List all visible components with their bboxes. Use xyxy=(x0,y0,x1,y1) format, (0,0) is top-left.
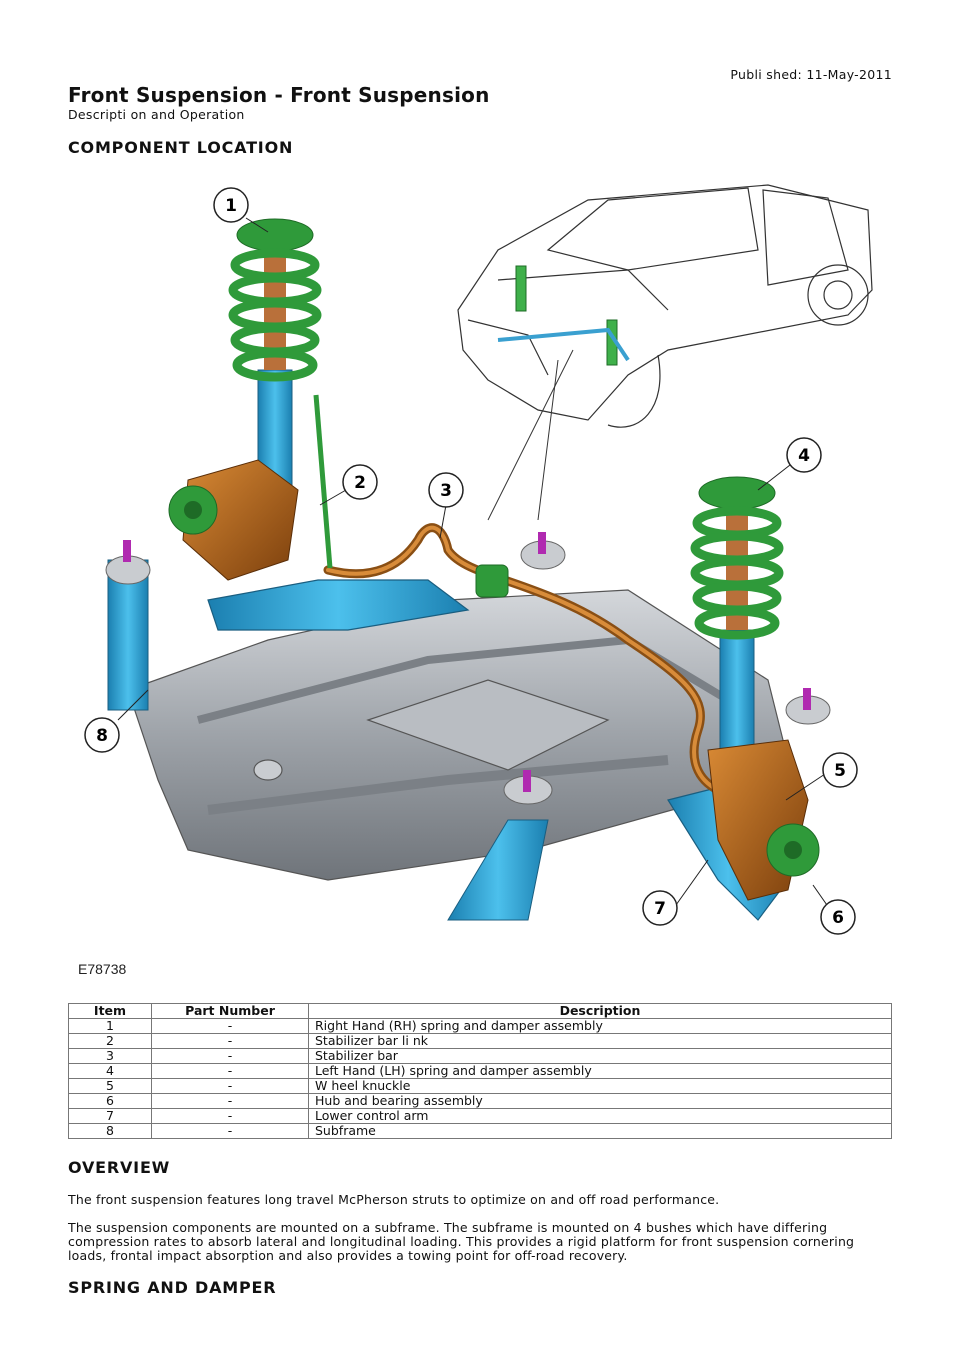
callout-6: 6 xyxy=(820,899,856,935)
description-cell: Hub and bearing assembly xyxy=(308,1093,892,1109)
col-header-description: Description xyxy=(308,1003,892,1019)
section-heading-overview: OVERVIEW xyxy=(68,1158,171,1177)
parts-table: Item Part Number Description 1-Right Han… xyxy=(68,1003,892,1139)
item-cell: 6 xyxy=(68,1093,152,1109)
description-cell: Left Hand (LH) spring and damper assembl… xyxy=(308,1063,892,1079)
leader-lines xyxy=(117,217,837,919)
description-cell: Right Hand (RH) spring and damper assemb… xyxy=(308,1018,892,1034)
description-cell: Stabilizer bar xyxy=(308,1048,892,1064)
page-title: Front Suspension - Front Suspension xyxy=(68,83,490,107)
item-cell: 4 xyxy=(68,1063,152,1079)
section-heading-spring-and-damper: SPRING AND DAMPER xyxy=(68,1278,277,1297)
table-row: 2-Stabilizer bar li nk xyxy=(68,1033,892,1049)
description-cell: W heel knuckle xyxy=(308,1078,892,1094)
item-cell: 5 xyxy=(68,1078,152,1094)
table-header-row: Item Part Number Description xyxy=(68,1003,892,1019)
table-row: 7-Lower control arm xyxy=(68,1108,892,1124)
table-row: 3-Stabilizer bar xyxy=(68,1048,892,1064)
leader-lines-vehicle xyxy=(487,349,574,521)
description-cell: Subframe xyxy=(308,1123,892,1139)
svg-text:6: 6 xyxy=(832,908,844,928)
part-number-cell: - xyxy=(151,1048,309,1064)
callout-3: 3 xyxy=(428,472,464,508)
col-header-part-number: Part Number xyxy=(151,1003,309,1019)
table-row: 4-Left Hand (LH) spring and damper assem… xyxy=(68,1063,892,1079)
item-cell: 3 xyxy=(68,1048,152,1064)
part-number-cell: - xyxy=(151,1108,309,1124)
item-cell: 7 xyxy=(68,1108,152,1124)
svg-text:7: 7 xyxy=(654,899,666,919)
svg-text:2: 2 xyxy=(354,473,366,493)
stabilizer-link xyxy=(313,394,333,569)
callout-1: 1 xyxy=(213,187,249,223)
overview-paragraph: The suspension components are mounted on… xyxy=(68,1220,855,1263)
figure-reference: E78738 xyxy=(78,961,126,977)
page-subtitle: Descripti on and Operation xyxy=(68,107,245,122)
section-heading-component-location: COMPONENT LOCATION xyxy=(68,138,294,157)
svg-text:8: 8 xyxy=(96,726,108,746)
suspension-illustration: 1 2 3 4 5 6 7 8 E78738 xyxy=(68,160,892,990)
svg-text:3: 3 xyxy=(440,481,452,501)
callout-8: 8 xyxy=(84,717,120,753)
callout-5: 5 xyxy=(822,752,858,788)
rh-spring-damper xyxy=(228,218,322,501)
subframe xyxy=(127,589,789,881)
item-cell: 2 xyxy=(68,1033,152,1049)
rh-knuckle-hub xyxy=(168,459,299,581)
table-row: 5-W heel knuckle xyxy=(68,1078,892,1094)
callouts: 1 2 3 4 5 6 7 8 xyxy=(84,187,858,935)
stabilizer-bush xyxy=(475,564,509,598)
description-cell: Lower control arm xyxy=(308,1108,892,1124)
callout-7: 7 xyxy=(642,890,678,926)
col-header-item: Item xyxy=(68,1003,152,1019)
part-number-cell: - xyxy=(151,1078,309,1094)
svg-text:1: 1 xyxy=(225,196,237,216)
table-row: 1-Right Hand (RH) spring and damper asse… xyxy=(68,1018,892,1034)
subframe-mounts xyxy=(105,532,831,921)
part-number-cell: - xyxy=(151,1123,309,1139)
description-cell: Stabilizer bar li nk xyxy=(308,1033,892,1049)
vehicle-outline xyxy=(457,184,873,428)
item-cell: 8 xyxy=(68,1123,152,1139)
lh-knuckle-hub xyxy=(707,739,820,901)
table-row: 8-Subframe xyxy=(68,1123,892,1139)
callout-2: 2 xyxy=(342,464,378,500)
table-row: 6-Hub and bearing assembly xyxy=(68,1093,892,1109)
svg-text:4: 4 xyxy=(798,446,810,466)
part-number-cell: - xyxy=(151,1018,309,1034)
published-date: Publi shed: 11-May-2011 xyxy=(730,67,892,82)
part-number-cell: - xyxy=(151,1063,309,1079)
item-cell: 1 xyxy=(68,1018,152,1034)
callout-4: 4 xyxy=(786,437,822,473)
part-number-cell: - xyxy=(151,1093,309,1109)
part-number-cell: - xyxy=(151,1033,309,1049)
vehicle-mini-struts xyxy=(497,265,630,366)
overview-paragraph: The front suspension features long trave… xyxy=(68,1192,720,1207)
svg-text:5: 5 xyxy=(834,761,846,781)
